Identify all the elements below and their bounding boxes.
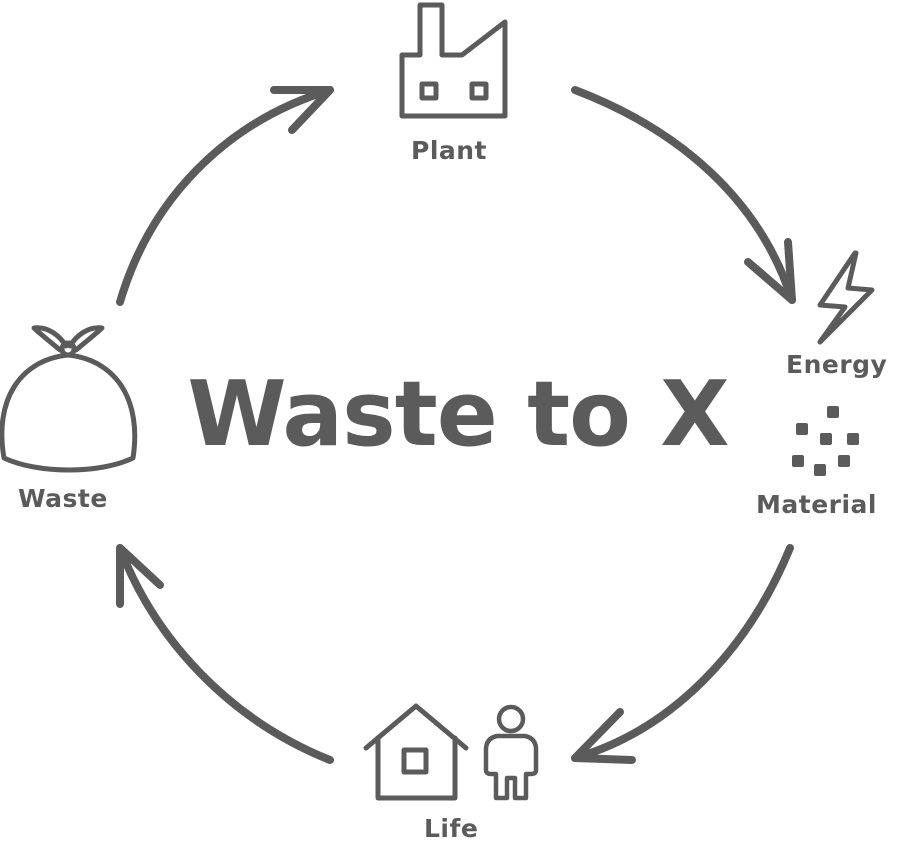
particles-icon (792, 406, 859, 476)
arrow-material-to-life (571, 544, 794, 764)
person-icon (483, 704, 539, 801)
house-icon (363, 703, 469, 801)
waste-label: Waste (18, 484, 108, 513)
garbage-bag-icon (0, 325, 138, 473)
arrow-plant-to-energy (571, 86, 796, 304)
page-title: Waste to X (187, 362, 729, 467)
material-label: Material (756, 490, 877, 519)
energy-label: Energy (786, 350, 888, 379)
plant-label: Plant (411, 136, 488, 165)
arrow-life-to-waste (116, 544, 334, 764)
arrow-waste-to-plant (116, 86, 334, 306)
life-label: Life (424, 814, 479, 843)
factory-icon (399, 2, 508, 119)
lightning-icon (817, 250, 875, 345)
